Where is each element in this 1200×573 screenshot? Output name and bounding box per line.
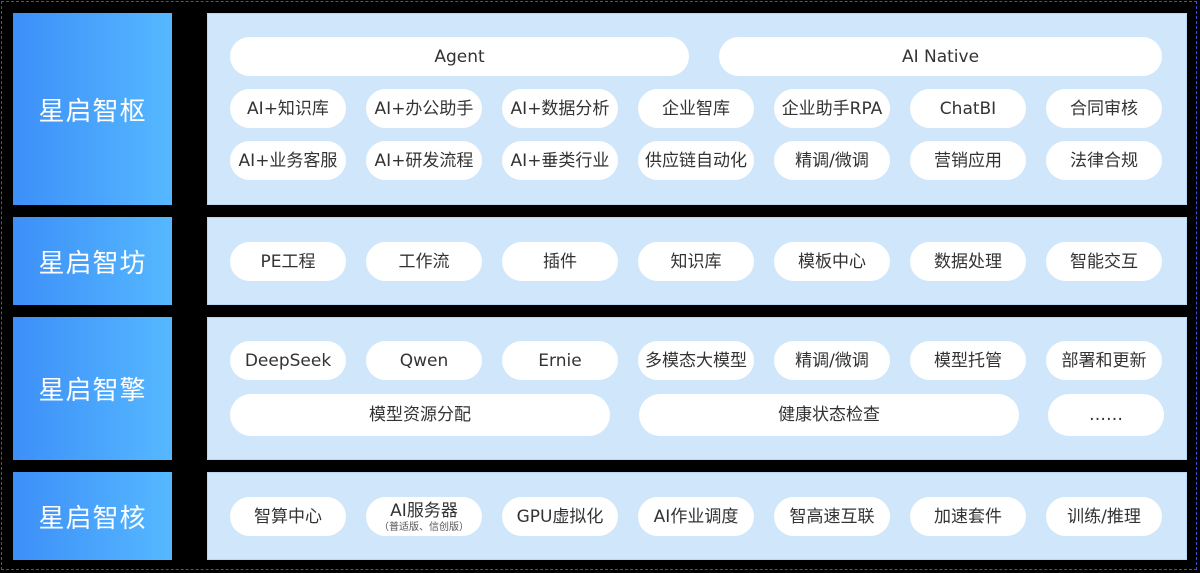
module-pill[interactable]: PE工程 (230, 242, 346, 281)
module-pill-label: 训练/推理 (1067, 506, 1141, 527)
module-pill[interactable]: 企业助手RPA (774, 89, 890, 128)
module-pill[interactable]: 训练/推理 (1046, 497, 1162, 536)
module-pill-label: Ernie (538, 350, 582, 371)
module-pill[interactable]: 知识库 (638, 242, 754, 281)
module-pill-label: AI+办公助手 (374, 98, 474, 119)
module-pill-label: DeepSeek (244, 350, 332, 371)
module-pill[interactable]: AI+研发流程 (366, 141, 482, 180)
module-pill-label: 模型托管 (934, 350, 1002, 371)
module-pill[interactable]: 插件 (502, 242, 618, 281)
module-pill[interactable]: 健康状态检查 (639, 394, 1019, 436)
module-pill-label: 精调/微调 (795, 150, 869, 171)
layer-label-4: 星启智核 (13, 472, 172, 560)
module-pill[interactable]: 模型资源分配 (230, 394, 610, 436)
module-pill[interactable]: DeepSeek (230, 341, 346, 380)
module-pill-label: 多模态大模型 (645, 350, 747, 371)
module-pill-label: AI Native (901, 46, 980, 67)
module-pill-label: 法律合规 (1070, 150, 1138, 171)
module-pill[interactable]: 合同审核 (1046, 89, 1162, 128)
module-pill-label: AI服务器 (390, 500, 458, 521)
module-pill[interactable]: AI作业调度 (638, 497, 754, 536)
module-pill-label: 供应链自动化 (645, 150, 747, 171)
module-pill-label: Agent (434, 46, 485, 67)
layer-label-3: 星启智擎 (13, 317, 172, 460)
module-pill-label: 企业助手RPA (781, 98, 883, 119)
module-pill-label: AI+垂类行业 (510, 150, 610, 171)
module-pill[interactable]: 模板中心 (774, 242, 890, 281)
module-pill[interactable]: AI服务器（普适版、信创版） (366, 497, 482, 536)
module-pill[interactable]: Qwen (366, 341, 482, 380)
module-pill-label: 加速套件 (934, 506, 1002, 527)
module-pill[interactable]: 智高速互联 (774, 497, 890, 536)
module-pill-label: AI+数据分析 (510, 98, 610, 119)
module-pill[interactable]: 精调/微调 (774, 341, 890, 380)
module-pill[interactable]: …… (1048, 394, 1164, 436)
module-pill[interactable]: AI+知识库 (230, 89, 346, 128)
module-pill-label: 知识库 (670, 251, 722, 272)
module-pill[interactable]: 供应链自动化 (638, 141, 754, 180)
module-pill-label: PE工程 (260, 251, 316, 272)
module-pill[interactable]: 企业智库 (638, 89, 754, 128)
module-pill-label: 智算中心 (254, 506, 322, 527)
module-pill-label: 合同审核 (1070, 98, 1138, 119)
module-pill-label: AI+业务客服 (238, 150, 338, 171)
module-pill-label: 插件 (543, 251, 577, 272)
module-pill-label: GPU虚拟化 (516, 506, 604, 527)
module-pill-sublabel: （普适版、信创版） (379, 521, 469, 533)
module-pill[interactable]: 智算中心 (230, 497, 346, 536)
module-pill[interactable]: AI+垂类行业 (502, 141, 618, 180)
module-pill-label: AI+研发流程 (374, 150, 474, 171)
module-pill-label: AI+知识库 (247, 98, 329, 119)
layer-label-2: 星启智坊 (13, 217, 172, 305)
layer-panel-3 (207, 317, 1187, 460)
module-pill[interactable]: GPU虚拟化 (502, 497, 618, 536)
module-pill[interactable]: 智能交互 (1046, 242, 1162, 281)
module-pill-label: ChatBI (939, 98, 997, 119)
module-pill[interactable]: Ernie (502, 341, 618, 380)
module-pill[interactable]: ChatBI (910, 89, 1026, 128)
module-pill[interactable]: 营销应用 (910, 141, 1026, 180)
module-pill-label: 智高速互联 (789, 506, 875, 527)
module-pill-label: 精调/微调 (795, 350, 869, 371)
module-pill[interactable]: 加速套件 (910, 497, 1026, 536)
module-pill-label: 营销应用 (934, 150, 1002, 171)
module-pill[interactable]: AI Native (719, 37, 1162, 76)
module-pill[interactable]: AI+业务客服 (230, 141, 346, 180)
module-pill-label: 企业智库 (662, 98, 730, 119)
module-pill[interactable]: AI+办公助手 (366, 89, 482, 128)
module-pill-label: 部署和更新 (1061, 350, 1147, 371)
module-pill[interactable]: 法律合规 (1046, 141, 1162, 180)
module-pill[interactable]: 精调/微调 (774, 141, 890, 180)
module-pill-label: 工作流 (398, 251, 450, 272)
module-pill-label: …… (1089, 405, 1123, 425)
module-pill-label: Qwen (399, 350, 449, 371)
module-pill-label: 模型资源分配 (369, 405, 471, 425)
module-pill[interactable]: 模型托管 (910, 341, 1026, 380)
layer-label-1: 星启智枢 (13, 13, 172, 205)
module-pill-label: 数据处理 (934, 251, 1002, 272)
module-pill[interactable]: 工作流 (366, 242, 482, 281)
module-pill[interactable]: 数据处理 (910, 242, 1026, 281)
module-pill[interactable]: AI+数据分析 (502, 89, 618, 128)
module-pill-label: 模板中心 (798, 251, 866, 272)
module-pill[interactable]: Agent (230, 37, 689, 76)
module-pill[interactable]: 部署和更新 (1046, 341, 1162, 380)
module-pill-label: 健康状态检查 (778, 405, 880, 425)
module-pill[interactable]: 多模态大模型 (638, 341, 754, 380)
module-pill-label: AI作业调度 (653, 506, 739, 527)
module-pill-label: 智能交互 (1070, 251, 1138, 272)
